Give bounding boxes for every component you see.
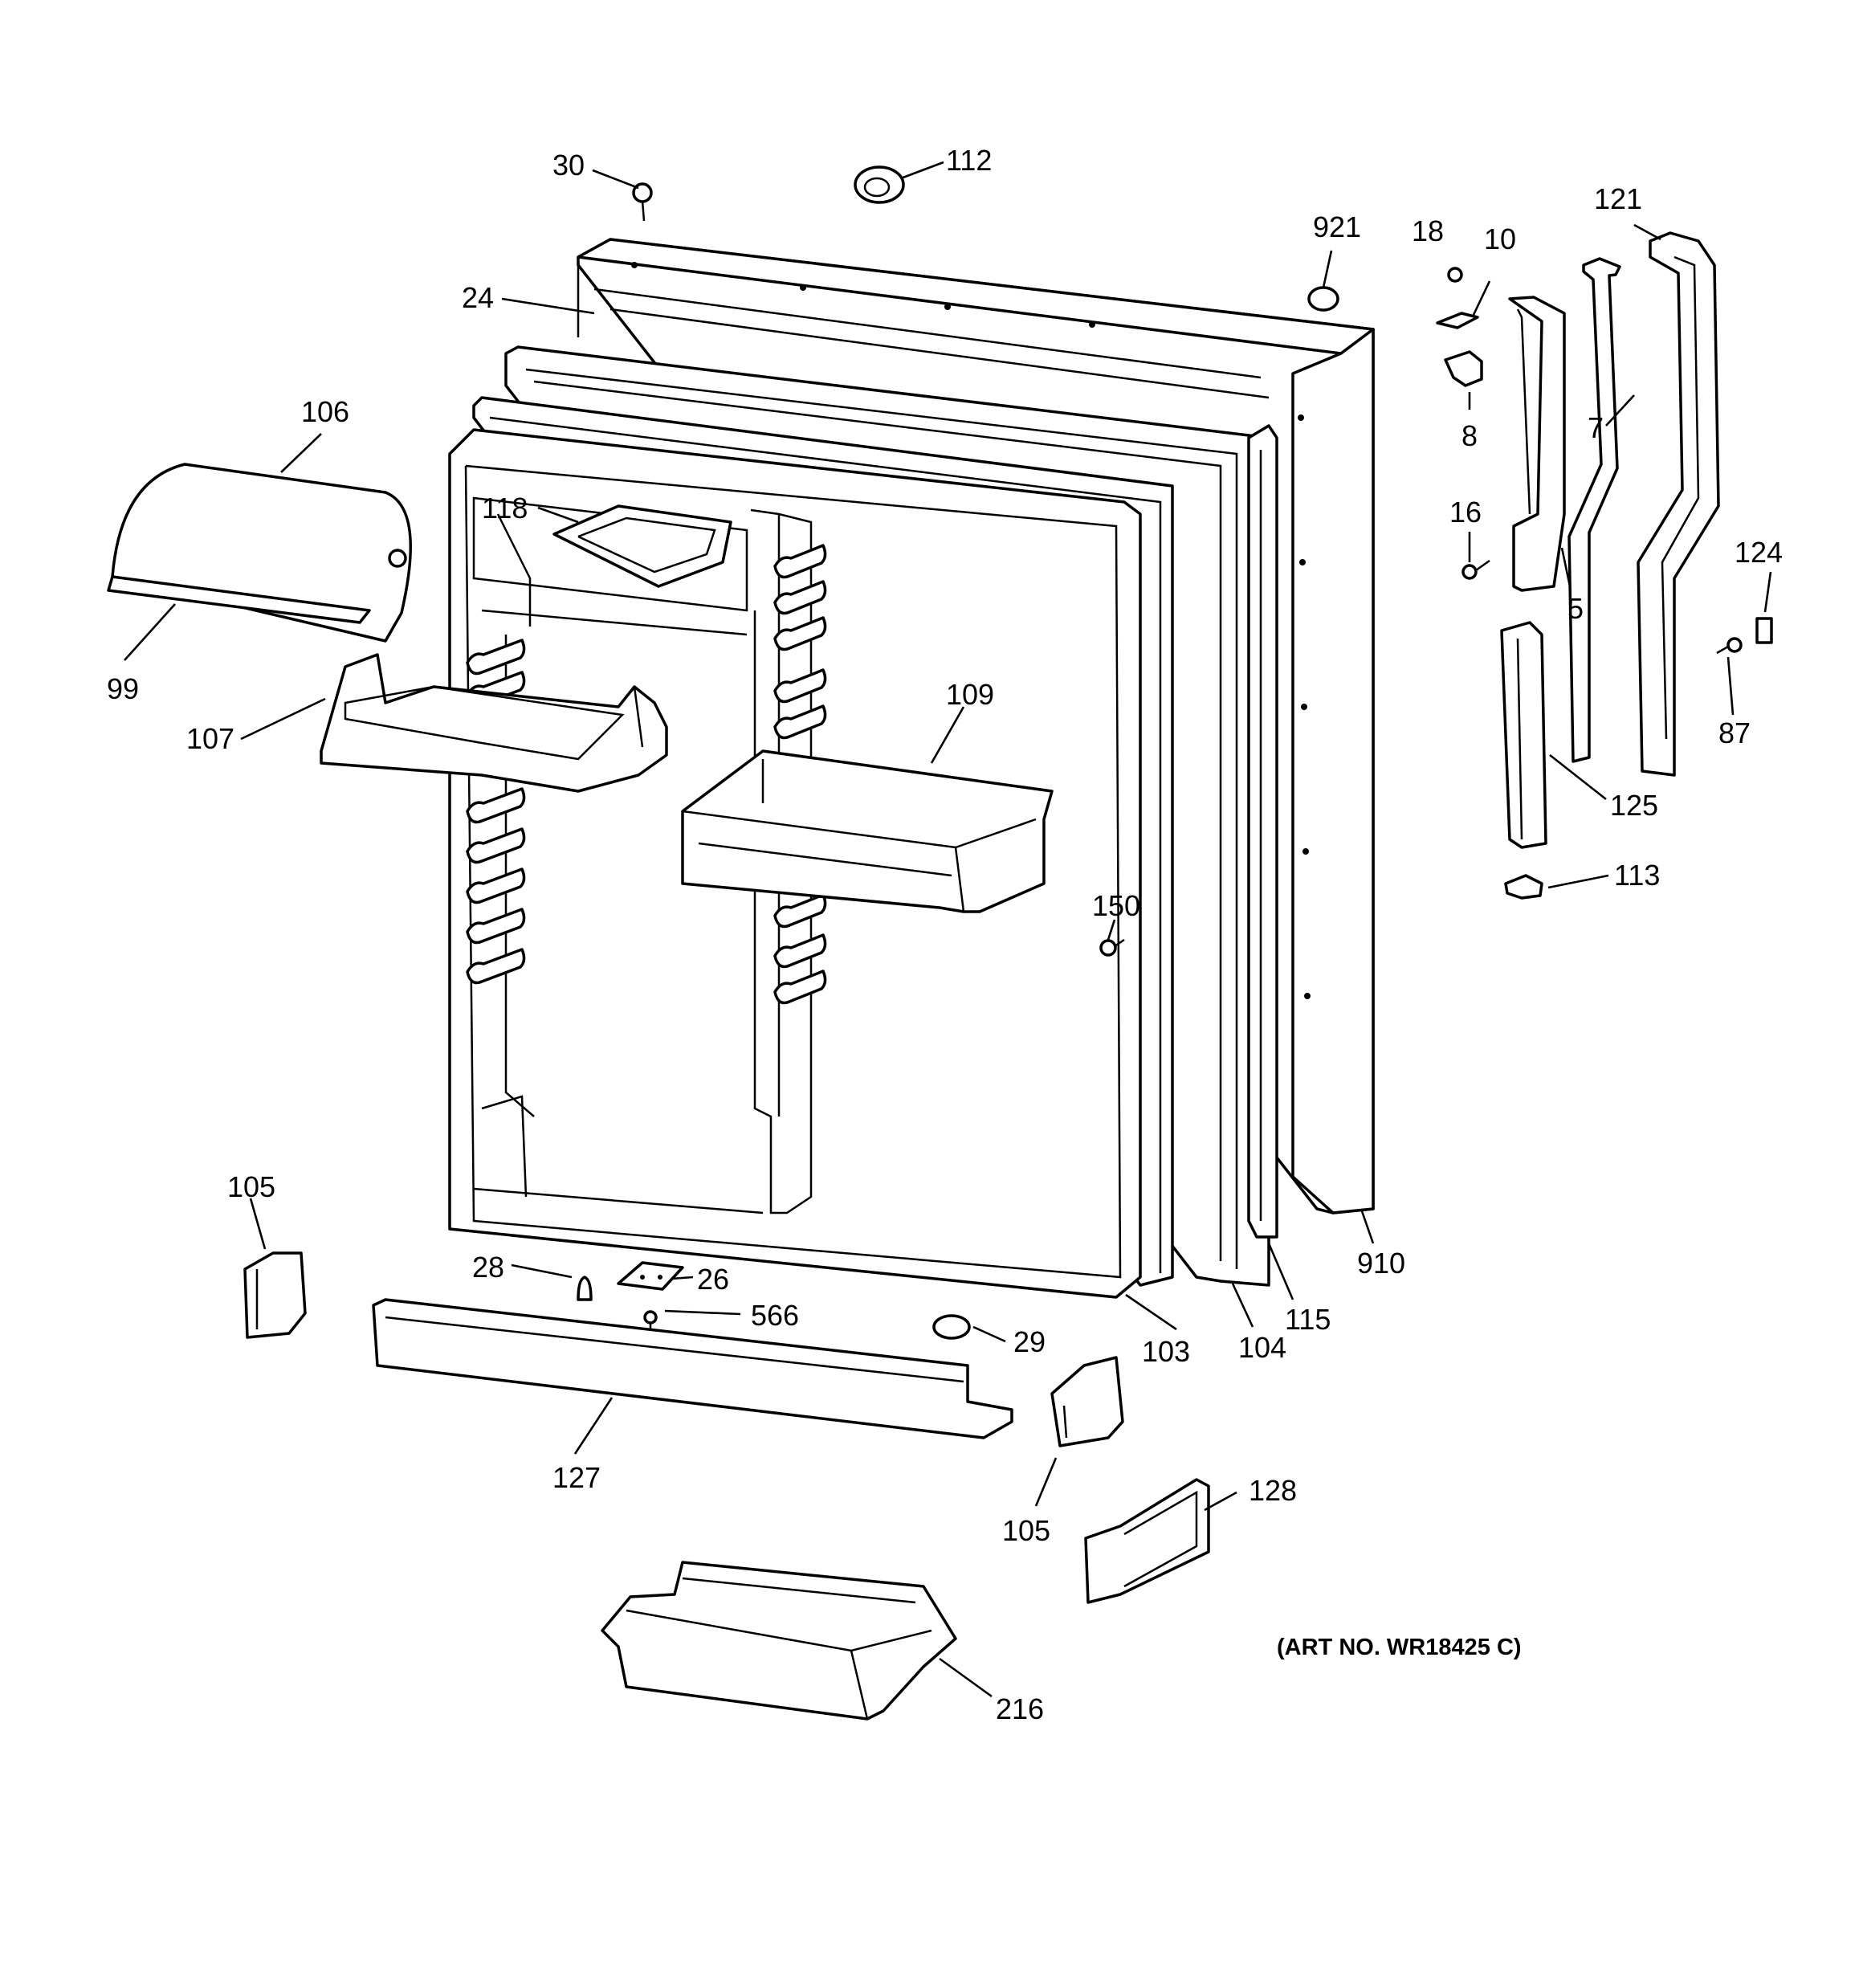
plug-28 [577,1276,593,1301]
dairy-compartment-door [107,463,412,643]
clip-113 [1504,874,1543,900]
callout-16: 16 [1449,496,1482,529]
plug-921 [1307,286,1339,312]
door-bin [681,749,1054,913]
screw-18 [1447,267,1463,283]
screw-30 [632,182,653,222]
handle-121 [1637,231,1720,777]
callout-10: 10 [1484,222,1516,255]
callout-29: 29 [1013,1325,1046,1358]
callout-30: 30 [552,149,585,182]
callout-127: 127 [552,1461,601,1494]
art-number: (ART NO. WR18425 C) [1277,1635,1522,1660]
small-tray [552,504,732,588]
callout-107: 107 [186,722,234,755]
center-bin-hooks [773,544,827,1005]
door-shelf [320,653,668,793]
screw-150 [1099,938,1125,957]
callout-26: 26 [697,1263,729,1296]
screw-566 [643,1310,658,1333]
callout-8: 8 [1461,419,1478,452]
plate-26 [617,1261,684,1291]
door-bin-216 [601,1561,957,1721]
callout-18: 18 [1412,214,1444,247]
callout-105-left: 105 [227,1170,275,1203]
handle-7 [1567,257,1621,763]
bracket-10 [1436,312,1479,329]
door-strip [1247,424,1278,1239]
callout-124: 124 [1735,536,1783,569]
callout-28: 28 [472,1251,504,1284]
callout-216: 216 [996,1692,1044,1725]
callout-24: 24 [462,281,494,314]
shelf-support-105-left [243,1251,307,1339]
callout-106: 106 [301,395,349,428]
callout-104: 104 [1238,1331,1286,1364]
callout-115: 115 [1285,1303,1331,1336]
callout-566: 566 [751,1299,799,1332]
bracket-125 [1500,621,1547,849]
screw-87 [1716,637,1743,655]
bottom-rail [372,1298,1013,1439]
callout-128: 128 [1249,1474,1297,1507]
clip-124 [1755,617,1773,644]
left-bin-hooks [466,639,526,985]
callout-118: 118 [482,492,528,525]
plug-29 [932,1314,971,1340]
callout-103: 103 [1142,1335,1190,1368]
shelf-support-105-right [1050,1356,1124,1447]
callout-921: 921 [1313,210,1361,243]
handle-mount-5 [1508,296,1566,592]
clip-8 [1444,350,1483,387]
cover-128 [1084,1478,1210,1604]
callout-109: 109 [946,678,994,711]
callout-7: 7 [1588,411,1604,444]
callout-87: 87 [1718,716,1751,749]
callout-910: 910 [1357,1247,1405,1280]
callout-121: 121 [1594,182,1642,215]
callout-99: 99 [107,672,139,705]
callout-150: 150 [1092,889,1140,922]
plug-112 [854,165,905,204]
callout-labels: 30 112 921 18 10 121 24 106 8 7 118 16 1… [107,144,1783,1725]
callout-105-right: 105 [1002,1514,1050,1547]
callout-112: 112 [946,144,992,177]
callout-125: 125 [1610,789,1658,822]
leader-lines [124,161,1772,1698]
callout-113: 113 [1614,859,1660,892]
callout-5: 5 [1567,592,1584,625]
screw-16 [1461,559,1490,580]
